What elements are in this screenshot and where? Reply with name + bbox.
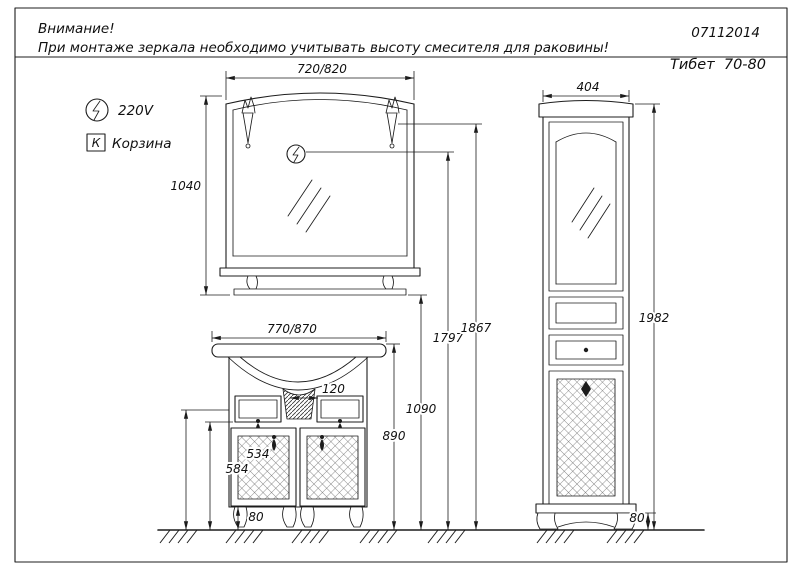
dim-mirror-bottom-height: 1090 (404, 294, 439, 530)
dim-column-height: 1982 (635, 103, 671, 530)
dim-vanity-width-label: 770/870 (267, 322, 317, 336)
drawer-handle-icon (338, 419, 342, 423)
dim-apron-height-label: 584 (226, 462, 249, 476)
dim-socket-height-label: 1797 (433, 331, 464, 345)
door-right (299, 427, 366, 507)
dim-counter-height-label: 890 (383, 429, 406, 443)
dim-column-plinth: 80 (627, 509, 656, 530)
mirror-unit-drawing (219, 92, 421, 296)
legend-basket-label: Корзина (112, 136, 171, 152)
door-left (230, 427, 297, 507)
dim-column-width-label: 404 (577, 80, 600, 94)
column-door-knob-icon (581, 381, 591, 397)
right-sconce-icon (385, 96, 400, 149)
dim-sink-depth: 120 (290, 380, 347, 401)
siphon-hatch (282, 388, 316, 420)
legend-basket-box (86, 133, 106, 152)
dim-column-height-label: 1982 (639, 311, 670, 325)
column-unit-drawing (535, 99, 637, 530)
doc-number: 07112014 (691, 25, 760, 41)
dim-mirror-height-label: 1040 (170, 179, 201, 193)
dim-mirror-width-label: 720/820 (297, 62, 347, 76)
door-handle-icon (320, 435, 324, 439)
column-upper-door (548, 121, 624, 292)
dim-column-plinth-label: 80 (629, 511, 645, 525)
dim-door-height-label: 534 (247, 447, 270, 461)
warning-title: Внимание! (38, 21, 115, 37)
dim-vanity-width: 770/870 (211, 320, 387, 342)
dim-vanity-plinth-label: 80 (248, 510, 264, 524)
countertop (211, 343, 387, 358)
dim-mirror-bottom-height-label: 1090 (406, 402, 437, 416)
vanity-unit-drawing (211, 343, 387, 528)
drawer-handle-icon (256, 419, 260, 423)
column-open-shelf (548, 296, 624, 330)
left-sconce-icon (241, 96, 256, 149)
dim-door-height: 534 (205, 421, 271, 530)
column-drawer (548, 334, 624, 366)
dim-lamp-height: 1867 (398, 123, 494, 530)
mirror-power-symbol (286, 144, 306, 164)
mirror-lower-shelf (233, 288, 407, 296)
frame-border (14, 7, 788, 563)
sink-basin-curve (227, 356, 369, 391)
legend-voltage-label: 220V (118, 103, 155, 119)
column-base (535, 503, 637, 530)
floor-hatch (159, 529, 645, 544)
dim-mirror-height: 1040 (168, 95, 230, 296)
dim-socket-height: 1797 (306, 151, 466, 530)
column-drawer-knob-icon (583, 347, 589, 353)
dim-apron-height: 584 (181, 409, 250, 530)
legend-power-symbol (85, 98, 109, 122)
dimensions: 720/820 1040 770/870 120 584 534 (168, 60, 671, 530)
model-name: Тибет 70-80 (670, 57, 766, 73)
door-handle-icon (272, 435, 276, 439)
column-crown (538, 99, 634, 118)
dim-counter-height: 890 (381, 343, 408, 530)
dim-sink-depth-label: 120 (322, 382, 345, 396)
mirror-shelf (219, 267, 421, 277)
legend-basket-symbol: К (92, 136, 101, 150)
column-lower-door (548, 370, 624, 505)
drawer-left (234, 395, 282, 434)
dim-column-width: 404 (542, 78, 630, 102)
column-mirror-hatch (571, 187, 611, 239)
dim-vanity-plinth: 80 (235, 506, 266, 530)
warning-note: При монтаже зеркала необходимо учитывать… (38, 40, 609, 56)
mirror-glass-hatch (287, 179, 331, 233)
dim-mirror-width: 720/820 (225, 60, 415, 100)
dim-lamp-height-label: 1867 (461, 321, 492, 335)
